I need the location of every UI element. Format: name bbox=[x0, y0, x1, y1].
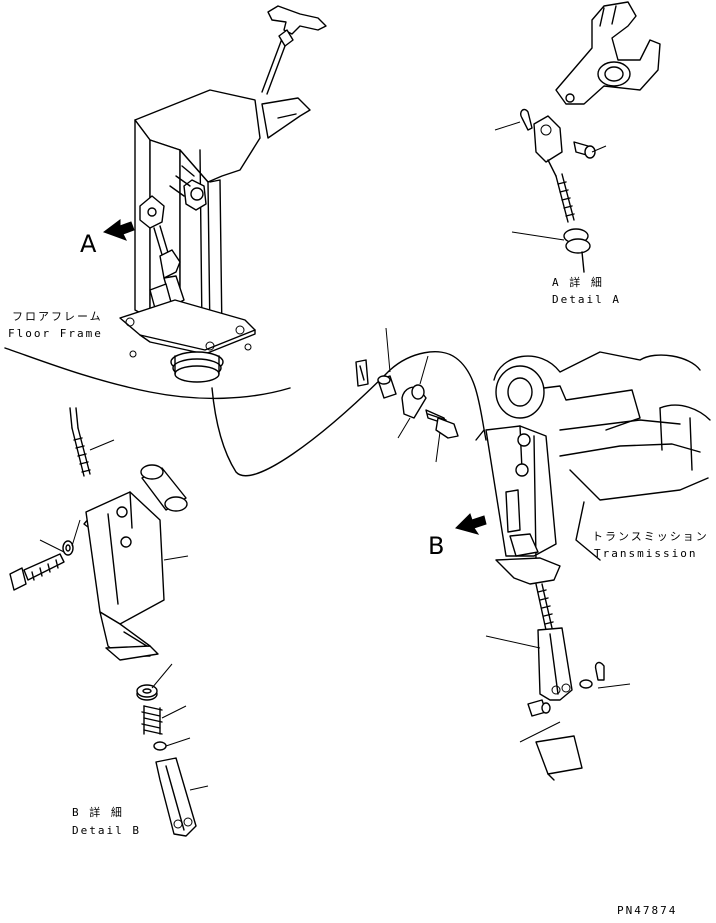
detail-b-jp-label: B 詳 細 bbox=[72, 805, 124, 819]
detail-a-jp-label: A 詳 細 bbox=[552, 275, 604, 289]
callout-a-label: A bbox=[80, 230, 97, 258]
brake-lever-assembly bbox=[119, 5, 327, 383]
detail-b: B 詳 細 Detail B bbox=[9, 407, 209, 837]
transmission-jp-label: トランスミッション bbox=[592, 530, 709, 543]
callout-b: B bbox=[428, 513, 487, 560]
callout-a: A bbox=[80, 219, 135, 258]
detail-b-en-label: Detail B bbox=[72, 824, 141, 837]
detail-a-en-label: Detail A bbox=[552, 293, 621, 306]
cable-clip-assembly bbox=[355, 327, 459, 463]
floor-frame-en-label: Floor Frame bbox=[8, 327, 103, 340]
brake-cable bbox=[211, 351, 487, 477]
transmission-en-label: Transmission bbox=[594, 547, 697, 560]
floor-frame-outline bbox=[4, 347, 291, 400]
callout-b-label: B bbox=[428, 532, 444, 560]
transmission-housing bbox=[475, 351, 711, 781]
floor-frame-jp-label: フロアフレーム bbox=[12, 310, 103, 323]
detail-a: A 詳 細 Detail A bbox=[494, 1, 661, 306]
drawing-number: PN47874 bbox=[617, 904, 677, 917]
